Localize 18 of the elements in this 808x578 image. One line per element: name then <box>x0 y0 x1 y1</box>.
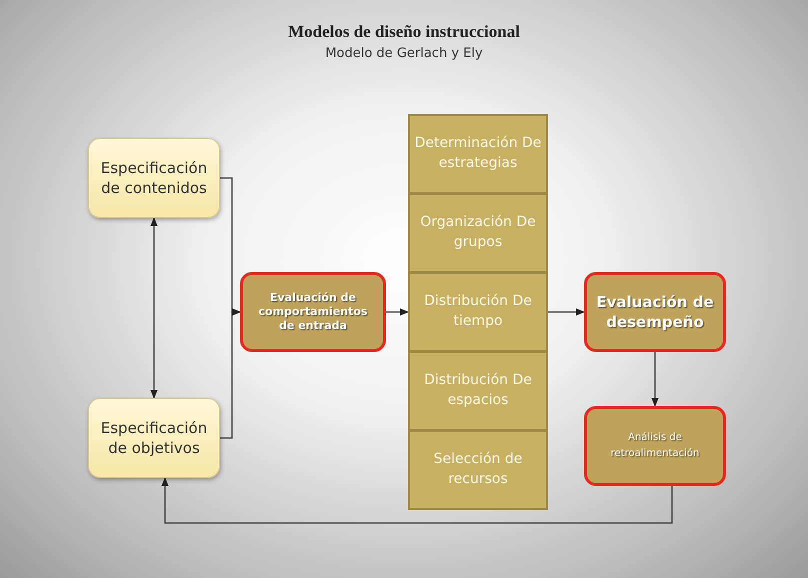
process-box: Evaluación de desempeño <box>584 272 726 352</box>
process-box: Especificación de objetivos <box>88 398 220 478</box>
process-box: Análisis de retroalimentación <box>584 406 726 486</box>
process-box: Determinación De estrategias <box>408 114 548 194</box>
process-box: Distribución De tiempo <box>408 272 548 352</box>
process-box: Evaluación de comportamientos de entrada <box>240 272 386 352</box>
arrow <box>548 308 585 316</box>
subtitle: Modelo de Gerlach y Ely <box>324 46 484 61</box>
process-box: Distribución De espacios <box>408 351 548 431</box>
arrow <box>651 352 659 407</box>
arrow <box>386 308 409 316</box>
arrow <box>150 217 158 399</box>
arrow <box>220 308 241 439</box>
diagram-title: Modelos de diseño instruccional <box>287 22 521 42</box>
arrow <box>161 477 673 524</box>
process-box: Organización De grupos <box>408 193 548 273</box>
process-box: Especificación de contenidos <box>88 138 220 218</box>
process-box: Selección de recursos <box>408 430 548 510</box>
